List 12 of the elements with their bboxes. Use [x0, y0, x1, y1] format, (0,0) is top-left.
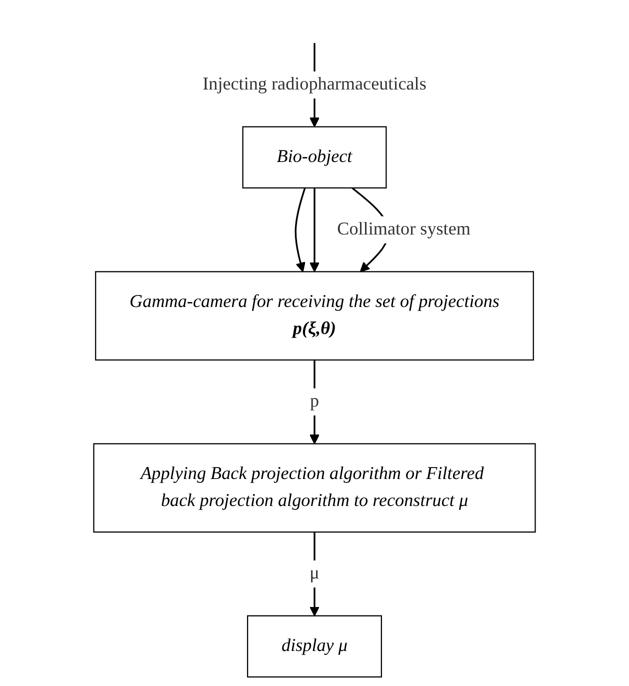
arrow — [310, 188, 320, 272]
edge-label: μ — [310, 564, 320, 583]
arrow — [310, 532, 320, 616]
node-box: Bio-object — [242, 126, 387, 188]
edge-label: Injecting radiopharmaceuticals — [202, 74, 426, 94]
node-box: display μ — [247, 615, 382, 678]
edge-label: Collimator system — [337, 220, 470, 239]
edge-label: p — [310, 392, 320, 411]
arrow — [294, 188, 306, 272]
node-box: Applying Back projection algorithm or Filtered back projection algorithm to reconstruct μ — [93, 443, 536, 533]
node-box: Gamma-camera for receiving the set of projections p(ξ,θ) — [95, 271, 534, 361]
arrow — [310, 360, 320, 444]
